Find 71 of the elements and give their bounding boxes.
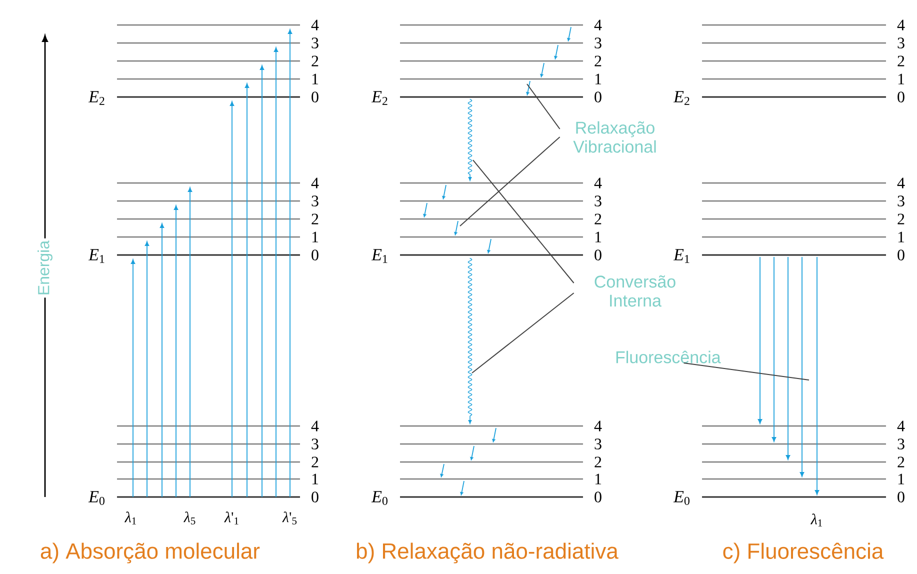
level-number: 1: [595, 232, 602, 242]
leader-line: [526, 84, 560, 130]
annotation-text: Conversão Interna: [594, 275, 676, 307]
wavelength-label: λ'$_{5}$: [282, 512, 297, 524]
energy-label: E$_{1}$: [673, 249, 690, 263]
level-number: 3: [312, 438, 318, 450]
level-number: 1: [595, 74, 602, 84]
level-number: 1: [898, 474, 904, 484]
level-number: 1: [312, 232, 318, 242]
level-number: 2: [898, 456, 904, 468]
leader-line: [683, 362, 810, 380]
level-number: 0: [898, 92, 904, 102]
level-number: 2: [594, 56, 602, 66]
wavelength-label: λ$_{1}$: [810, 514, 822, 526]
panel-caption: a) Absorção molecular: [40, 542, 260, 564]
axis-label: Energia: [36, 238, 54, 298]
level-number: 4: [897, 420, 905, 432]
leader-line: [472, 292, 574, 374]
level-number: 0: [312, 492, 318, 502]
leader-line: [460, 136, 560, 226]
level-number: 0: [594, 250, 602, 260]
annotation-text: Relaxação Vibracional: [573, 121, 656, 153]
level-number: 1: [595, 474, 602, 484]
energy-label: E$_{0}$: [371, 491, 388, 505]
level-number: 1: [898, 232, 904, 242]
level-number: 2: [312, 456, 318, 468]
energy-label: E$_{1}$: [371, 249, 388, 263]
level-number: 3: [594, 438, 602, 450]
level-number: 0: [312, 250, 318, 260]
energy-label: E$_{0}$: [673, 491, 690, 505]
level-number: 3: [594, 38, 602, 48]
level-number: 4: [897, 20, 905, 30]
level-number: 0: [898, 492, 904, 502]
energy-label: E$_{0}$: [88, 491, 104, 505]
level-number: 3: [898, 438, 904, 450]
level-number: 4: [594, 178, 602, 188]
level-number: 0: [594, 92, 602, 102]
level-number: 3: [898, 196, 904, 206]
energy-label: E$_{2}$: [673, 91, 690, 105]
level-number: 0: [312, 92, 318, 102]
level-number: 1: [312, 474, 318, 484]
level-number: 4: [311, 178, 319, 188]
wavelength-label: λ'$_{1}$: [224, 512, 238, 524]
energy-label: E$_{2}$: [371, 91, 388, 105]
level-number: 4: [311, 420, 319, 432]
panel-caption: b) Relaxação não-radiativa: [356, 542, 618, 564]
energy-label: E$_{1}$: [88, 249, 104, 263]
level-number: 2: [898, 214, 904, 224]
level-number: 1: [898, 74, 904, 84]
energy-label: E$_{2}$: [88, 91, 104, 105]
panel-caption: c) Fluorescência: [723, 542, 884, 564]
wavelength-label: λ$_{1}$: [124, 512, 136, 524]
level-number: 3: [594, 196, 602, 206]
level-number: 4: [311, 20, 319, 30]
level-number: 4: [897, 178, 905, 188]
level-number: 0: [898, 250, 904, 260]
level-number: 3: [312, 38, 318, 48]
level-number: 2: [594, 214, 602, 224]
level-number: 4: [594, 20, 602, 30]
level-number: 2: [312, 214, 318, 224]
annotation-text: Fluorescência: [616, 350, 721, 364]
level-number: 2: [312, 56, 318, 66]
leader-line: [472, 160, 574, 284]
level-number: 4: [594, 420, 602, 432]
level-number: 0: [594, 492, 602, 502]
wavelength-label: λ$_{5}$: [184, 512, 196, 524]
level-number: 2: [594, 456, 602, 468]
level-number: 1: [312, 74, 318, 84]
level-number: 2: [898, 56, 904, 66]
level-number: 3: [898, 38, 904, 48]
level-number: 3: [312, 196, 318, 206]
